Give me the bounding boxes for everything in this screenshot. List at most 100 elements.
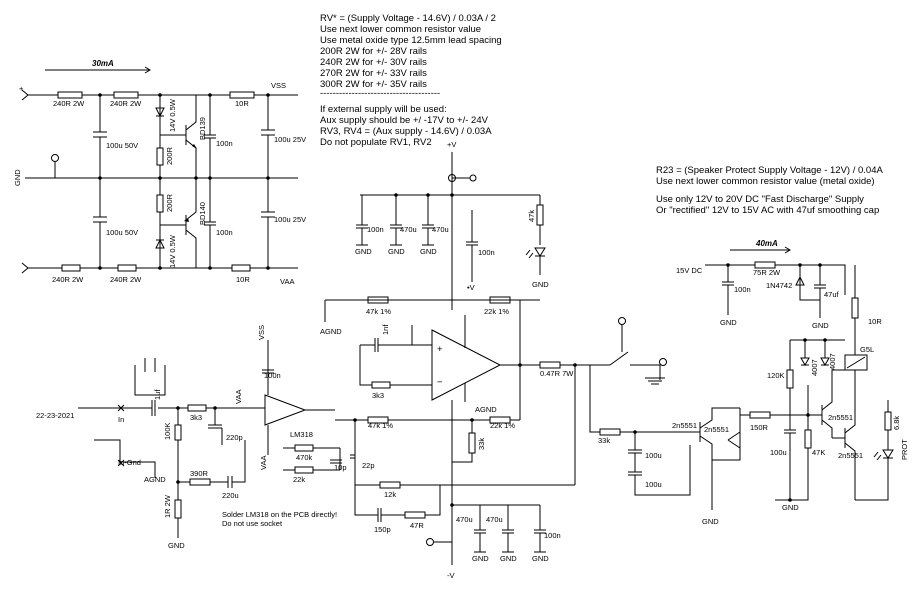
out-terminal-right [659,358,667,366]
rv-note-1: RV* = (Supply Voltage - 14.6V) / 0.03A /… [320,13,496,24]
out-terminal-top [618,317,626,325]
label-100n-lm: 100n [264,371,281,380]
label-33k-v: 33k [477,438,486,450]
prot-note-4: Use only 12V to 20V DC "Fast Discharge" … [656,194,864,205]
resistor-150r [749,411,771,419]
rv-note-4: 200R 2W for +/- 28V rails [320,46,427,57]
label-1n4742: 1N4742 [766,281,792,290]
label-gnd-bot-3: GND [532,554,549,563]
label-bd140: BD140 [198,202,207,225]
label-1nf: 1nf [381,324,390,335]
label-220p: 220p [226,433,243,442]
label-100u25-a: 100u 25V [274,135,306,144]
label-vaa-lm: VAA [234,390,243,404]
gnd-terminal [51,154,59,162]
label-100u50-a: 100u 50V [106,141,138,150]
label-3k3-fb: 3k3 [372,391,384,400]
resistor-12k [379,481,401,489]
label-47uf: 47uf [824,290,840,299]
main-amplifier: AGND 47k 1% 22k 1% 1nf + − AGND 3k3 0.47… [320,296,667,580]
junctions [98,93,827,507]
ext-note-4: Do not populate RV1, RV2 [320,137,432,148]
resistor-047r [539,361,561,369]
label-100n-a: 100n [216,139,233,148]
label-gnd-bot-1: GND [472,554,489,563]
label-gnd-rail-3: GND [420,247,437,256]
label-100n-v: 100n [478,248,495,257]
label-47k1-top: 47k 1% [366,307,391,316]
label-2n5551-a: 2n5551 [672,421,697,430]
resistor-47r [404,511,426,519]
label-150p: 150p [374,525,391,534]
label-470u-a: 470u [400,225,417,234]
label-bd139: BD139 [198,117,207,140]
input-stage: 22-23-2021 In 1uf 3k3 100K In-Gnd AGND 2… [36,325,347,550]
vminus-terminal [426,538,434,546]
label-date-code: 22-23-2021 [36,411,74,420]
label-agnd-in: AGND [144,475,166,484]
resistor-47k1-top [367,296,389,304]
resistor-22k1-bot [489,416,511,424]
label-390r: 390R [190,469,209,478]
resistor-200r-a [156,147,164,166]
resistor-10r-p [851,297,859,319]
label-in-gnd: In-Gnd [118,458,141,467]
label-6k8: 6.8k [892,416,901,430]
label-47k-p: 47K [812,448,825,457]
label-100n-b: 100n [216,228,233,237]
rv-note-3: Use metal oxide type 12.5mm lead spacing [320,35,502,46]
prot-note-5: Or "rectified" 12V to 15V AC with 47uf s… [656,205,879,216]
label-4007-a: 4007 [810,359,819,376]
label-vplus: +V [447,140,456,149]
resistor-10r-a [229,91,255,99]
speaker-protection: 40mA 15V DC 75R 2W 100n GND 1N4742 47uf … [575,239,909,526]
label-200r-b: 200R [165,193,174,212]
rv-note-5: 240R 2W for +/- 30V rails [320,57,427,68]
resistor-47k-led [536,204,544,226]
label-4007-b: 4007 [828,353,837,370]
label-10p: 10p [334,463,347,472]
label-2n5551-c: 2n5551 [828,413,853,422]
label-22k1-bot: 22k 1% [490,421,515,430]
resistor-390r [189,478,211,486]
label-10r-a: 10R [235,99,249,108]
label-vaa-lm-2: VAA [259,456,268,470]
positive-rail: +V 100n 470u 470u GND GND GND 47k GND 10… [355,140,549,565]
label-47k-led: 47k [527,210,536,222]
label-120k: 120K [767,371,785,380]
label-12k: 12k [384,490,396,499]
label-gnd-bot-2: GND [500,554,517,563]
relay-g5l [844,354,868,371]
label-agnd-opamp: AGND [475,405,497,414]
resistor-470k [294,444,314,452]
label-100k: 100K [163,422,172,440]
resistor-6k8 [884,411,892,431]
rail-regulator: 30mA 240R 2W 240R 2W 10R VSS + GND 240R … [13,59,306,286]
vplus-out-terminal [469,174,477,182]
resistor-33k-v [468,432,476,454]
label-220u: 220u [222,491,239,500]
label-047r: 0.47R 7W [540,369,574,378]
resistor-200r-b [156,194,164,213]
label-2n5551-b: 2n5551 [704,425,729,434]
resistor-22k [294,466,314,474]
label-gnd-p4: GND [702,517,719,526]
label-gnd-rail-1: GND [355,247,372,256]
resistor-120k [786,369,794,389]
label-gnd-p2: GND [812,321,829,330]
label-22k: 22k [293,475,305,484]
resistor-10r-b [231,264,251,272]
resistor-75r [754,261,776,269]
label-1uf: 1uf [153,389,162,400]
label-100u50-b: 100u 50V [106,228,138,237]
protection-notes: R23 = (Speaker Protect Supply Voltage - … [656,165,883,216]
label-33k-h: 33k [598,436,610,445]
solder-note-2: Do not use socket [222,519,283,528]
label-100n-rail: 100n [367,225,384,234]
label-100u25-b: 100u 25V [274,215,306,224]
label-15vdc: 15V DC [676,266,703,275]
label-vminus-dot: •V [467,283,475,292]
ext-note-3: RV3, RV4 = (Aux supply - 14.6V) / 0.03A [320,126,492,137]
label-100n-p: 100n [734,285,751,294]
